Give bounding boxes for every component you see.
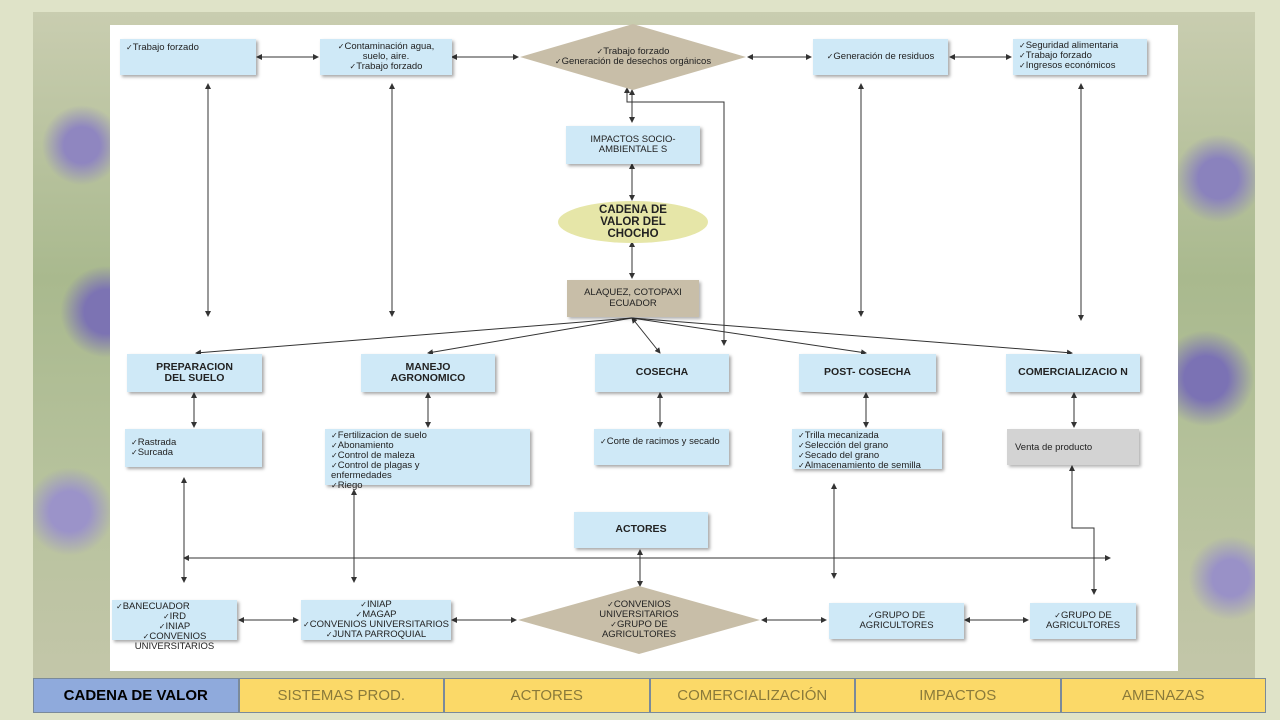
cadena-label: CADENA DE VALOR DEL CHOCHO (599, 203, 667, 241)
bottom-actor-box-5: GRUPO DE AGRICULTORES (1030, 603, 1136, 639)
top-impact-box-1: Trabajo forzado (120, 39, 256, 75)
impact-item: Trabajo forzado (350, 62, 422, 72)
impactos-socio-ambientales-box: IMPACTOS SOCIO-AMBIENTALE S (566, 126, 700, 164)
tab-comercializacion[interactable]: COMERCIALIZACIÓN (649, 678, 855, 713)
tab-actores[interactable]: ACTORES (444, 678, 650, 713)
top-impact-box-2: Contaminación agua, suelo, aire. Trabajo… (320, 39, 452, 75)
detail-item: Rastrada (131, 438, 256, 448)
impact-item: Ingresos económicos (1019, 60, 1141, 71)
stage-preparacion-suelo: PREPARACION DEL SUELO (127, 354, 262, 392)
stage-post-cosecha: POST- COSECHA (799, 354, 936, 392)
top-impact-box-5: Seguridad alimentaria Trabajo forzado In… (1013, 39, 1147, 75)
bottom-actor-box-4: GRUPO DE AGRICULTORES (829, 603, 964, 639)
detail-item: Fertilizacion de suelo (331, 431, 524, 441)
stage-manejo-agronomico: MANEJO AGRONOMICO (361, 354, 495, 392)
bottom-actor-diamond: CONVENIOS UNIVERSITARIOS GRUPO DE AGRICU… (518, 586, 760, 654)
actor-item: CONVENIOS UNIVERSITARIOS (584, 600, 694, 620)
stage-title: COMERCIALIZACIO N (1018, 366, 1128, 379)
tab-cadena-de-valor[interactable]: CADENA DE VALOR (33, 678, 239, 713)
detail-cosecha: Corte de racimos y secado (594, 429, 729, 465)
stage-comercializacion: COMERCIALIZACIO N (1006, 354, 1140, 392)
top-impact-box-4: Generación de residuos (813, 39, 948, 75)
actores-label: ACTORES (615, 523, 667, 536)
detail-comercializacion: Venta de producto (1007, 429, 1139, 465)
detail-item: Trilla mecanizada (798, 431, 936, 441)
stage-title: POST- COSECHA (824, 366, 911, 379)
stage-title: PREPARACION DEL SUELO (156, 360, 233, 384)
cadena-de-valor-ellipse: CADENA DE VALOR DEL CHOCHO (558, 201, 708, 243)
detail-item: Control de maleza (331, 450, 524, 461)
impact-item: Generación de desechos orgánicos (555, 57, 711, 67)
detail-item: Surcada (131, 447, 256, 458)
stage-title: MANEJO AGRONOMICO (390, 360, 466, 384)
detail-item: Abonamiento (331, 440, 524, 451)
detail-post-cosecha: Trilla mecanizada Selección del grano Se… (792, 429, 942, 471)
tab-amenazas[interactable]: AMENAZAS (1060, 678, 1266, 713)
impact-item: Seguridad alimentaria (1019, 41, 1141, 51)
detail-item: Selección del grano (798, 440, 936, 451)
actor-item: IRD (116, 611, 233, 622)
impact-item: Trabajo forzado (126, 43, 250, 53)
impact-item: Trabajo forzado (1019, 50, 1141, 61)
bottom-actor-box-1: BANECUADOR IRD INIAP CONVENIOS UNIVERSIT… (112, 600, 237, 651)
top-impact-diamond: Trabajo forzado Generación de desechos o… (520, 24, 746, 90)
stage-cosecha: COSECHA (595, 354, 729, 392)
actor-item: CONVENIOS UNIVERSITARIOS (116, 631, 233, 652)
impactos-label: IMPACTOS SOCIO-AMBIENTALE S (590, 134, 676, 155)
bottom-actor-box-2: INIAP MAGAP CONVENIOS UNIVERSITARIOS JUN… (301, 600, 451, 640)
detail-item: Almacenamiento de semilla (798, 460, 936, 471)
impact-item: Generación de residuos (827, 52, 934, 62)
detail-manejo: Fertilizacion de suelo Abonamiento Contr… (325, 429, 530, 490)
tab-impactos[interactable]: IMPACTOS (855, 678, 1061, 713)
impact-item: Contaminación agua, suelo, aire. (326, 42, 446, 62)
detail-item: Venta de producto (1015, 441, 1093, 453)
impact-item: Trabajo forzado (597, 47, 669, 57)
tab-sistemas-prod[interactable]: SISTEMAS PROD. (238, 678, 444, 713)
diagram-canvas (110, 25, 1178, 671)
actor-item: GRUPO DE AGRICULTORES (1036, 611, 1130, 631)
actor-item: JUNTA PARROQUIAL (326, 629, 427, 640)
actores-box: ACTORES (574, 512, 708, 548)
actor-item: GRUPO DE AGRICULTORES (584, 620, 694, 640)
actor-item: CONVENIOS UNIVERSITARIOS (303, 620, 449, 630)
detail-item: Corte de racimos y secado (600, 437, 723, 447)
stage-title: COSECHA (635, 366, 689, 379)
detail-item: Control de plagas y enfermedades (331, 460, 461, 481)
detail-item: Riego (331, 480, 524, 491)
bottom-nav-tabs: CADENA DE VALOR SISTEMAS PROD. ACTORES C… (33, 678, 1266, 713)
actor-item: BANECUADOR (116, 602, 233, 612)
detail-preparacion: Rastrada Surcada (125, 429, 262, 467)
detail-item: Secado del grano (798, 450, 936, 461)
actor-item: INIAP (116, 621, 233, 632)
actor-item: INIAP (360, 600, 392, 610)
actor-item: MAGAP (355, 610, 396, 620)
actor-item: GRUPO DE AGRICULTORES (847, 611, 947, 631)
location-label: ALAQUEZ, COTOPAXI ECUADOR (584, 287, 682, 309)
location-box: ALAQUEZ, COTOPAXI ECUADOR (567, 280, 699, 317)
